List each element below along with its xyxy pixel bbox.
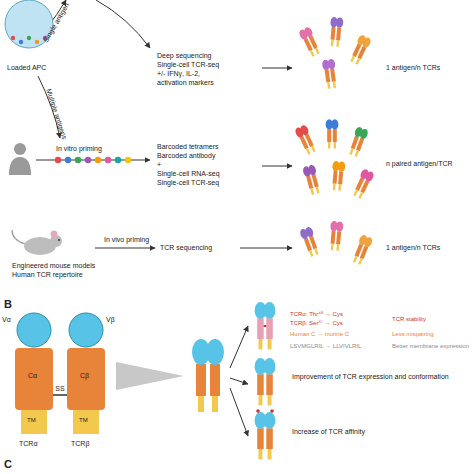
node-label: Cβ bbox=[80, 372, 89, 380]
annotation-text: Better membrane expression bbox=[392, 343, 469, 350]
tcr-glyph bbox=[192, 339, 224, 412]
tcr-chain bbox=[67, 312, 105, 452]
panel-letter: B bbox=[4, 298, 12, 310]
annotation-text: Multiple antigens bbox=[45, 88, 69, 140]
affinity-marks bbox=[256, 409, 274, 413]
arrow bbox=[240, 248, 292, 249]
annotation-text: + bbox=[157, 161, 161, 169]
tcr-chain bbox=[15, 312, 53, 452]
mouse-icon bbox=[12, 230, 62, 255]
annotation-text: Barcoded tetramers bbox=[157, 143, 218, 151]
tcr-glyph bbox=[255, 412, 276, 459]
arrow bbox=[95, 248, 155, 249]
annotation-text: n paired antigen/TCR bbox=[386, 160, 453, 168]
peptide-dot bbox=[19, 40, 23, 44]
annotation-text: Human C → murine C bbox=[290, 331, 349, 338]
node-label: Vβ bbox=[106, 316, 115, 324]
disulfide-bond bbox=[53, 394, 67, 396]
peptide-dot bbox=[35, 40, 39, 44]
arrow bbox=[262, 68, 292, 69]
branch-arrows bbox=[230, 326, 248, 436]
tcr-glyphs bbox=[299, 221, 374, 266]
annotation-text: TCR sequencing bbox=[160, 244, 212, 252]
node-label: TCRβ bbox=[71, 440, 89, 448]
transition-wedge bbox=[116, 362, 184, 390]
node-label: Vα bbox=[2, 316, 11, 324]
annotation-text: TCR stability bbox=[392, 316, 426, 323]
antigen-dot bbox=[75, 157, 81, 163]
arrow bbox=[36, 160, 150, 161]
antigen-dot bbox=[85, 157, 91, 163]
annotation-text: In vitro priming bbox=[56, 145, 102, 153]
annotation-text: Single-cell TCR-seq bbox=[157, 179, 219, 187]
constant-domain bbox=[67, 348, 105, 410]
tcr-glyph bbox=[255, 302, 276, 349]
annotation-text: Single-cell TCR-seq bbox=[157, 61, 219, 69]
tcr-chain-node: VαCαTMTCRα bbox=[15, 312, 53, 452]
arrow bbox=[96, 0, 150, 48]
node-label: Cα bbox=[28, 372, 37, 380]
antigen-dot bbox=[65, 157, 71, 163]
node-label: TM bbox=[79, 417, 88, 424]
annotation-text: activation markers bbox=[157, 79, 214, 87]
antigen-dots bbox=[55, 157, 131, 163]
annotation-text: TCRα: Thr⁴⁸ → Cys bbox=[290, 311, 343, 318]
node-label: TM bbox=[27, 417, 36, 424]
annotation-text: Increase of TCR affinity bbox=[292, 428, 365, 436]
annotation-text: Improvement of TCR expression and confor… bbox=[292, 373, 449, 381]
edge-label: SS bbox=[55, 385, 64, 393]
annotation-text: 1 antigen/n TCRs bbox=[386, 64, 440, 72]
annotation-text: TCRβ: Ser⁵⁷ → Cys bbox=[290, 320, 343, 327]
tcr-chain-node: VβCβTMTCRβ bbox=[67, 312, 105, 452]
annotation-text: Human TCR repertoire bbox=[12, 271, 83, 279]
transmembrane-domain bbox=[73, 410, 99, 434]
annotation-text: Deep sequencing bbox=[157, 52, 212, 60]
human-icon bbox=[9, 143, 31, 175]
annotation-text: Single-cell RNA-seq bbox=[157, 170, 220, 178]
annotation-text: Engineered mouse models bbox=[12, 262, 95, 270]
transmembrane-domain bbox=[21, 410, 47, 434]
tcr-glyphs bbox=[294, 119, 375, 200]
annotation-text: LSVMGLRIL → LLVIVLRIL bbox=[290, 343, 361, 350]
tcr-glyph bbox=[255, 358, 276, 405]
variable-domain bbox=[17, 313, 51, 347]
peptide-dot bbox=[11, 36, 15, 40]
annotation-text: Less mispairing bbox=[392, 331, 434, 338]
panel-letter: C bbox=[4, 458, 12, 470]
annotation-text: 1 antigen/n TCRs bbox=[386, 244, 440, 252]
node-label: Loaded APC bbox=[7, 64, 46, 72]
tcr-glyphs bbox=[298, 17, 372, 89]
antigen-dot bbox=[95, 157, 101, 163]
flow-arrows bbox=[36, 0, 292, 248]
variable-domain bbox=[69, 313, 103, 347]
peptide-dot bbox=[27, 36, 31, 40]
arrow bbox=[262, 166, 292, 167]
annotation-text: Barcoded antibody bbox=[157, 152, 215, 160]
antigen-dot bbox=[115, 157, 121, 163]
constant-domain bbox=[15, 348, 53, 410]
annotation-text: In vivo priming bbox=[104, 236, 149, 244]
antigen-dot bbox=[55, 157, 61, 163]
annotation-text: +/- IFNγ, IL-2, bbox=[157, 70, 200, 78]
antigen-dot bbox=[105, 157, 111, 163]
antigen-dot bbox=[125, 157, 131, 163]
node-label: TCRα bbox=[19, 440, 37, 448]
